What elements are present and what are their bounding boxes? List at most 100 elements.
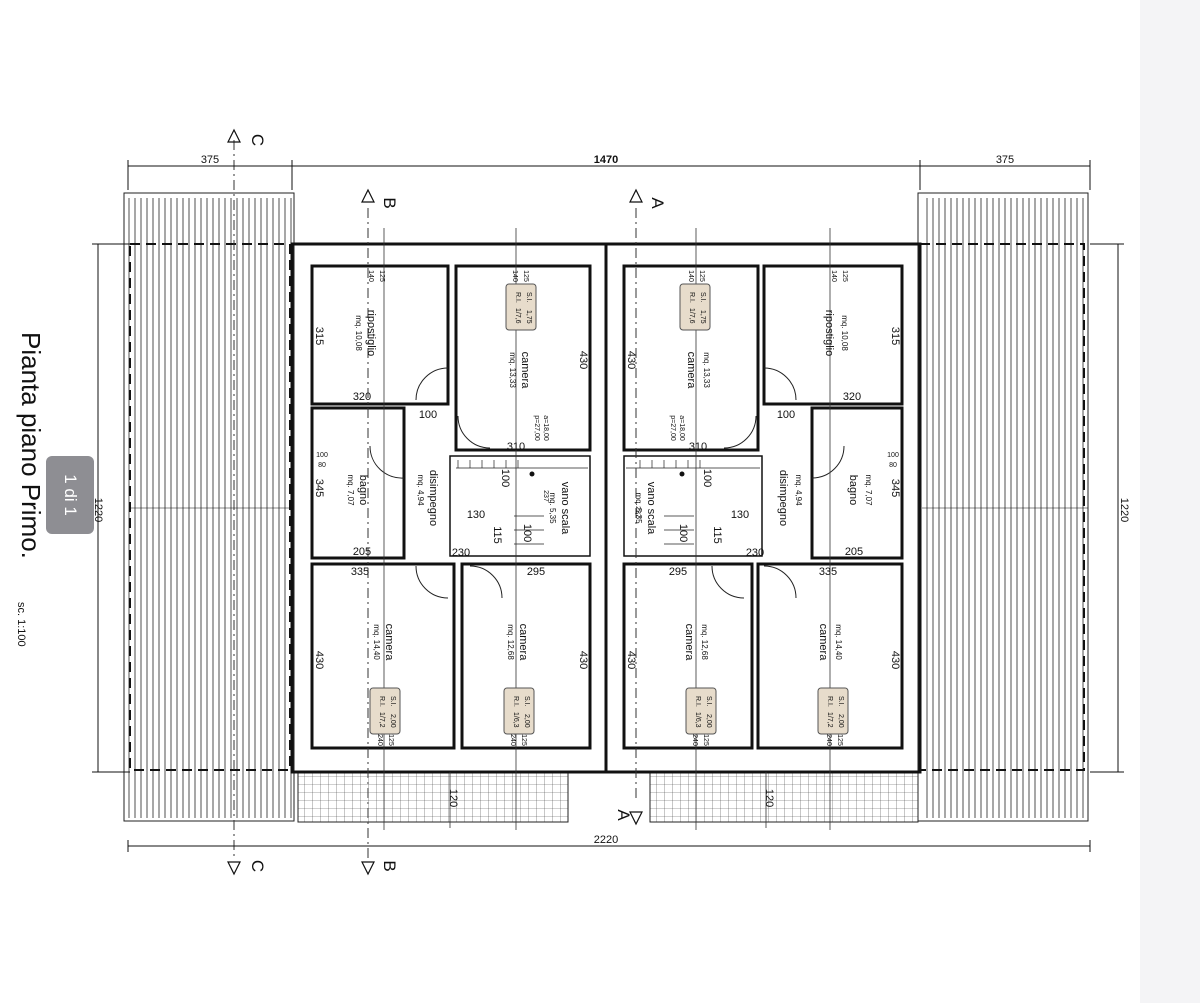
room-bagno-left-h: 345 (313, 479, 325, 497)
tag4-si: S.I. (523, 696, 530, 707)
left-terrace (123, 192, 295, 822)
tag2-val: 1,75 (699, 310, 706, 324)
room-camera-top-left-w: 310 (507, 441, 525, 453)
dimension-lines (92, 160, 1124, 852)
section-a-bottom: A (614, 809, 633, 821)
inner-dim-100-stairtop-left: 100 (499, 469, 511, 487)
room-bagno-left-name: bagno (357, 475, 369, 506)
room-camera-br-right-area: mq. 14,40 (834, 624, 843, 660)
room-bagno-left-w: 205 (353, 546, 371, 558)
room-camera-top-right-area: mq. 13,33 (702, 352, 711, 388)
room-bagno-right-area: mq. 7,07 (864, 474, 873, 506)
room-ripostiglio-left-area: mq. 10,08 (354, 315, 363, 351)
tag1-ratio: 1/7,6 (514, 308, 521, 324)
win-140-4: 140 (830, 270, 837, 282)
inner-dim-100-stair-left: 100 (521, 524, 533, 542)
section-a-top: A (648, 197, 667, 209)
inner-dim-237-right: 237 (634, 506, 641, 518)
rooms-left-unit (310, 264, 592, 750)
page-indicator-text: 1 di 1 (61, 474, 80, 516)
inner-dim-100-bath-right: 100 (887, 452, 899, 459)
inner-dim-130-left: 130 (467, 509, 485, 521)
dim-top-left: 375 (201, 154, 219, 166)
tag3-val: 2,00 (389, 714, 396, 728)
sheet-scale: sc. 1:100 (15, 602, 27, 647)
rooms-right-unit (622, 264, 904, 750)
stair-treads (456, 460, 760, 545)
door-swings (369, 367, 845, 599)
inner-dim-120-right: 120 (763, 789, 775, 807)
win-125-5: 125 (387, 734, 394, 746)
room-vano-scala-left-area: mq. 5,35 (548, 492, 557, 524)
dim-side-left: 1220 (92, 498, 104, 522)
win-240-7: 240 (691, 734, 698, 746)
room-camera-bc-right-area: mq. 12,68 (700, 624, 709, 660)
tag1-si: S.I. (525, 292, 532, 303)
room-bagno-right-w: 205 (845, 546, 863, 558)
bottom-balconies (297, 771, 919, 823)
win-240-6: 240 (509, 734, 516, 746)
room-camera-bc-right-w: 295 (669, 566, 687, 578)
room-ripostiglio-right-name: ripostiglio (823, 310, 835, 356)
room-ripostiglio-left-h: 315 (313, 327, 325, 345)
room-vano-scala-left-name: vano scala (559, 482, 571, 535)
win-125-8: 125 (836, 734, 843, 746)
tag4-ri: R.I. (512, 696, 519, 707)
tag5-ratio: 1/6,3 (694, 712, 701, 728)
dim-top-center: 1470 (594, 154, 618, 166)
win-125-2: 125 (522, 270, 529, 282)
win-140-1: 140 (367, 270, 374, 282)
dim-top-right: 375 (996, 154, 1014, 166)
inner-dim-115-left: 115 (491, 526, 503, 544)
tag1-ri: R.I. (514, 292, 521, 303)
inner-dim-100-stair-right: 100 (677, 524, 689, 542)
tag3-si: S.I. (389, 696, 396, 707)
room-camera-br-right-h: 430 (889, 651, 901, 669)
tag1-val: 1,75 (525, 310, 532, 324)
tag3-ratio: 1/7,2 (378, 712, 385, 728)
room-vano-scala-right-name: vano scala (645, 482, 657, 535)
inner-dim-80-bath-right: 80 (889, 462, 897, 469)
room-camera-top-right-h: 430 (625, 351, 637, 369)
room-camera-bl-left-name: camera (383, 624, 395, 662)
sill-a-right: a=18,00 (678, 415, 685, 441)
inner-dim-120-left: 120 (447, 789, 459, 807)
room-ripostiglio-right-h: 315 (889, 327, 901, 345)
ratio-tag-texts: S.I. 1,75 R.I. 1/7,6 S.I. 1,75 R.I. 1/7,… (378, 292, 844, 728)
room-disimpegno-left-area: mq. 4,94 (416, 474, 425, 506)
inner-dim-80-bath-left: 80 (318, 462, 326, 469)
tag6-ri: R.I. (826, 696, 833, 707)
ratio-tags (369, 283, 849, 735)
room-bagno-left-area: mq. 7,07 (346, 474, 355, 506)
tag6-val: 2,00 (837, 714, 844, 728)
win-140-3: 140 (687, 270, 694, 282)
room-camera-bc-left-area: mq. 12,68 (506, 624, 515, 660)
tag5-si: S.I. (705, 696, 712, 707)
tag5-ri: R.I. (694, 696, 701, 707)
tag6-ratio: 1/7,2 (826, 712, 833, 728)
tag5-val: 2,00 (705, 714, 712, 728)
win-125-6: 125 (520, 734, 527, 746)
section-c-top: C (248, 134, 267, 146)
dim-side-right: 1220 (1118, 498, 1130, 522)
room-ripostiglio-left-name: ripostiglio (365, 310, 377, 356)
room-disimpegno-right-name: disimpegno (777, 470, 789, 526)
tag4-val: 2,00 (523, 714, 530, 728)
room-camera-bc-left-name: camera (517, 624, 529, 662)
room-camera-top-left-name: camera (519, 352, 531, 390)
right-scroll-strip[interactable] (1140, 0, 1200, 1003)
room-ripostiglio-right-area: mq. 10,08 (840, 315, 849, 351)
section-c-bottom: C (248, 860, 267, 872)
room-camera-top-right-w: 310 (689, 441, 707, 453)
room-camera-bl-left-h: 430 (313, 651, 325, 669)
room-camera-br-right-name: camera (817, 624, 829, 662)
inner-dim-100-bath-left: 100 (316, 452, 328, 459)
room-camera-top-left-h: 430 (577, 351, 589, 369)
tag2-si: S.I. (699, 292, 706, 303)
win-125-7: 125 (702, 734, 709, 746)
inner-dim-230-left: 230 (452, 547, 470, 559)
tag2-ratio: 1/7,6 (688, 308, 695, 324)
sill-p-right: p=27,00 (669, 415, 676, 441)
room-camera-bc-left-w: 295 (527, 566, 545, 578)
